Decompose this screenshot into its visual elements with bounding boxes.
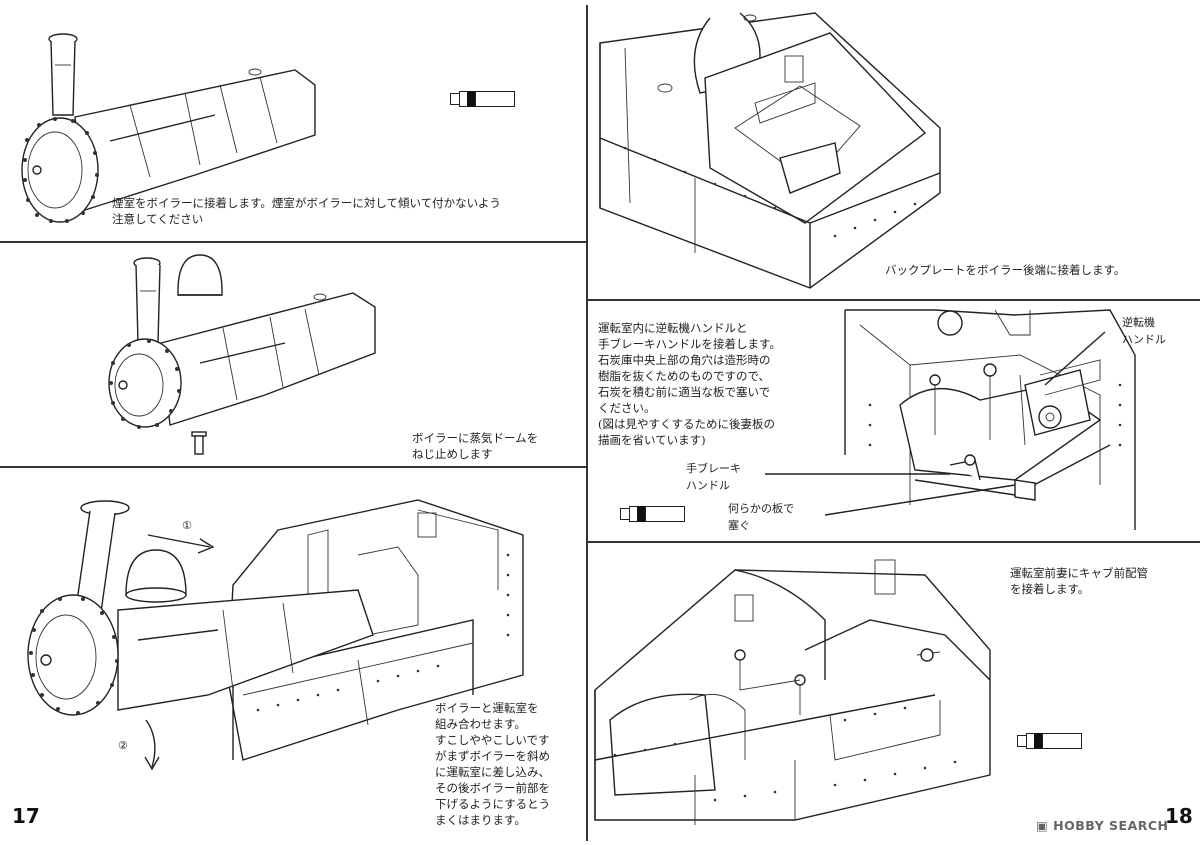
text-line: ねじ止めします [412, 447, 493, 461]
text-line: 下げるようにするとう [435, 797, 551, 811]
step3-arrow-2-label: ② [118, 739, 128, 752]
step4-text: バックプレートをボイラー後端に接着します。 [885, 262, 1125, 278]
step2-text: ボイラーに蒸気ドームを ねじ止めします [412, 430, 538, 462]
page-number-right: 18 [1165, 804, 1193, 828]
text-line: ください。 [598, 401, 656, 415]
step6-text: 運転室前妻にキャブ前配管 を接着します。 [1010, 565, 1148, 597]
text-line: バックプレートをボイラー後端に接着します。 [885, 263, 1126, 277]
glue-icon [620, 506, 685, 522]
text-line: 運転室前妻にキャブ前配管 [1010, 566, 1148, 580]
text-line: を接着します。 [1010, 582, 1090, 596]
label-line: 逆転機 [1122, 316, 1155, 329]
glue-icon [450, 91, 515, 107]
text-line: 樹脂を抜くためのものですので、 [598, 369, 771, 383]
text-line: 描画を省いています) [598, 433, 706, 447]
label-cover-with-plate: 何らかの板で 塞ぐ [728, 500, 794, 534]
left-divider-2 [0, 466, 586, 468]
left-divider-1 [0, 241, 586, 243]
step3-text: ボイラーと運転室を 組み合わせます。 すこしややこしいです がまずボイラーを斜め… [435, 700, 550, 828]
text-line: がまずボイラーを斜め [435, 749, 550, 763]
text-line: 石炭庫中央上部の角穴は造形時の [598, 353, 771, 367]
right-divider-1 [588, 299, 1200, 301]
glue-icon [1017, 733, 1082, 749]
text-line: 石炭を積む前に適当な板で塞いで [598, 385, 771, 399]
center-divider [586, 5, 588, 841]
right-divider-2 [588, 541, 1200, 543]
step2-boiler-dome-illustration [108, 254, 376, 455]
text-line: 組み合わせます。 [435, 717, 526, 731]
text-line: すこしややこしいです [435, 733, 550, 747]
label-line: ハンドル [686, 479, 730, 492]
step5-text: 運転室内に逆転機ハンドルと 手ブレーキハンドルを接着します。 石炭庫中央上部の角… [598, 320, 781, 448]
step6-cab-piping-illustration [594, 559, 991, 825]
brand-logo-icon: ▣ [1036, 818, 1054, 833]
label-line: ハンドル [1122, 333, 1166, 346]
text-line: 注意してください [112, 212, 204, 226]
label-line: 手ブレーキ [686, 462, 741, 475]
text-line: まくはまります。 [435, 813, 526, 827]
text-line: 手ブレーキハンドルを接着します。 [598, 337, 781, 351]
brand-watermark: ▣ HOBBY SEARCH [1036, 818, 1169, 833]
text-line: に運転室に差し込み、 [435, 765, 550, 779]
text-line: その後ボイラー前部を [435, 781, 550, 795]
text-line: ボイラーと運転室を [435, 701, 539, 715]
text-line: 煙室をボイラーに接着します。煙室がボイラーに対して傾いて付かないよう [112, 196, 501, 210]
label-hand-brake-handle: 手ブレーキ ハンドル [686, 460, 741, 494]
step1-boiler-illustration [21, 33, 316, 223]
step4-backplate-illustration [599, 12, 941, 289]
label-reverser-handle: 逆転機 ハンドル [1122, 314, 1166, 348]
brand-text: HOBBY SEARCH [1053, 818, 1169, 833]
text-line: 運転室内に逆転機ハンドルと [598, 321, 748, 335]
label-line: 何らかの板で [728, 502, 794, 515]
step3-assembly-illustration [27, 499, 524, 771]
text-line: ボイラーに蒸気ドームを [412, 431, 539, 445]
step1-text: 煙室をボイラーに接着します。煙室がボイラーに対して傾いて付かないよう 注意してく… [112, 195, 501, 227]
text-line: (図は見やすくするために後妻板の [598, 417, 775, 431]
step5-cab-interior-illustration [844, 309, 1136, 530]
step3-arrow-1-label: ① [182, 519, 192, 532]
page-number-left: 17 [12, 804, 40, 828]
label-line: 塞ぐ [728, 519, 750, 532]
